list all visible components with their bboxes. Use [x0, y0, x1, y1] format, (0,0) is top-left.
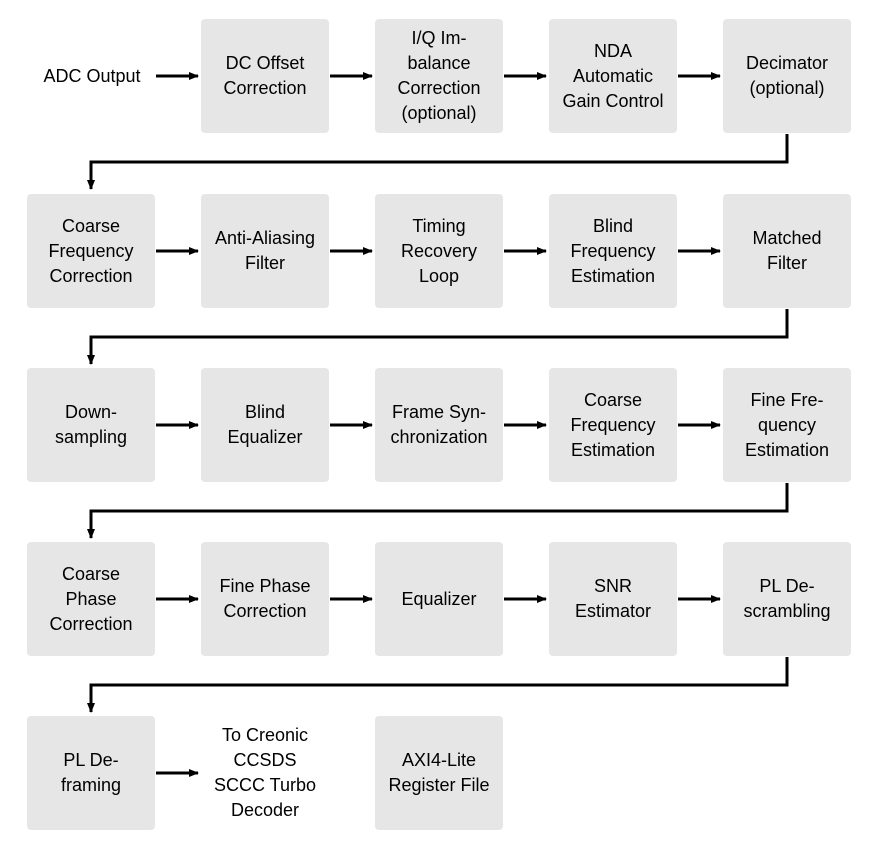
- iq-imbalance-correction-block: I/Q Im- balance Correction (optional): [375, 19, 503, 133]
- arrow-row4-to-row5: [87, 657, 789, 713]
- axi4-lite-register-file-block: AXI4-Lite Register File: [375, 716, 503, 830]
- block-label: Equalizer: [401, 588, 477, 609]
- block-label: Coarse Frequency Correction: [48, 215, 134, 286]
- block-label: Matched Filter: [752, 228, 822, 273]
- block-label: Frame Syn- chronization: [390, 402, 488, 447]
- block-label: Fine Phase Correction: [219, 576, 311, 621]
- block-label: Timing Recovery Loop: [400, 215, 478, 286]
- timing-recovery-loop-block: Timing Recovery Loop: [375, 194, 503, 308]
- matched-filter-block: Matched Filter: [723, 194, 851, 308]
- block-label: Coarse Phase Correction: [49, 563, 133, 634]
- arrow-row3-to-row4: [87, 483, 789, 539]
- block-label: Decimator (optional): [745, 53, 829, 98]
- coarse-phase-correction-block: Coarse Phase Correction: [27, 542, 155, 656]
- block-label: PL De- scrambling: [743, 576, 831, 621]
- equalizer-block: Equalizer: [375, 542, 503, 656]
- block-label: PL De- framing: [60, 750, 122, 795]
- block-label: SNR Estimator: [574, 576, 652, 621]
- block-label: Blind Equalizer: [227, 402, 303, 447]
- block-label: Fine Fre- quency Estimation: [744, 389, 830, 460]
- block-label: NDA Automatic Gain Control: [562, 40, 664, 111]
- blind-equalizer-block: Blind Equalizer: [201, 368, 329, 482]
- fine-frequency-estimation-block: Fine Fre- quency Estimation: [723, 368, 851, 482]
- anti-aliasing-filter-block: Anti-Aliasing Filter: [201, 194, 329, 308]
- arrow-row2-to-row3: [87, 309, 789, 365]
- turbo-decoder-output-label: To Creonic CCSDS SCCC Turbo Decoder: [213, 725, 317, 820]
- arrow-row1-to-row2: [87, 134, 789, 190]
- block-label: AXI4-Lite Register File: [388, 750, 490, 795]
- pl-deframing-block: PL De- framing: [27, 716, 155, 830]
- block-label: Blind Frequency Estimation: [570, 215, 656, 286]
- pl-descrambling-block: PL De- scrambling: [723, 542, 851, 656]
- adc-output-label: ADC Output: [43, 65, 141, 86]
- downsampling-block: Down- sampling: [27, 368, 155, 482]
- block-label: Anti-Aliasing Filter: [214, 228, 316, 273]
- blind-frequency-estimation-block: Blind Frequency Estimation: [549, 194, 677, 308]
- block-label: DC Offset Correction: [223, 53, 307, 98]
- nda-agc-block: NDA Automatic Gain Control: [549, 19, 677, 133]
- dc-offset-correction-block: DC Offset Correction: [201, 19, 329, 133]
- fine-phase-correction-block: Fine Phase Correction: [201, 542, 329, 656]
- block-label: I/Q Im- balance Correction (optional): [397, 28, 481, 123]
- decimator-block: Decimator (optional): [723, 19, 851, 133]
- coarse-frequency-correction-block: Coarse Frequency Correction: [27, 194, 155, 308]
- frame-synchronization-block: Frame Syn- chronization: [375, 368, 503, 482]
- block-label: Coarse Frequency Estimation: [570, 389, 656, 460]
- snr-estimator-block: SNR Estimator: [549, 542, 677, 656]
- block-label: Down- sampling: [54, 402, 128, 447]
- coarse-frequency-estimation-block: Coarse Frequency Estimation: [549, 368, 677, 482]
